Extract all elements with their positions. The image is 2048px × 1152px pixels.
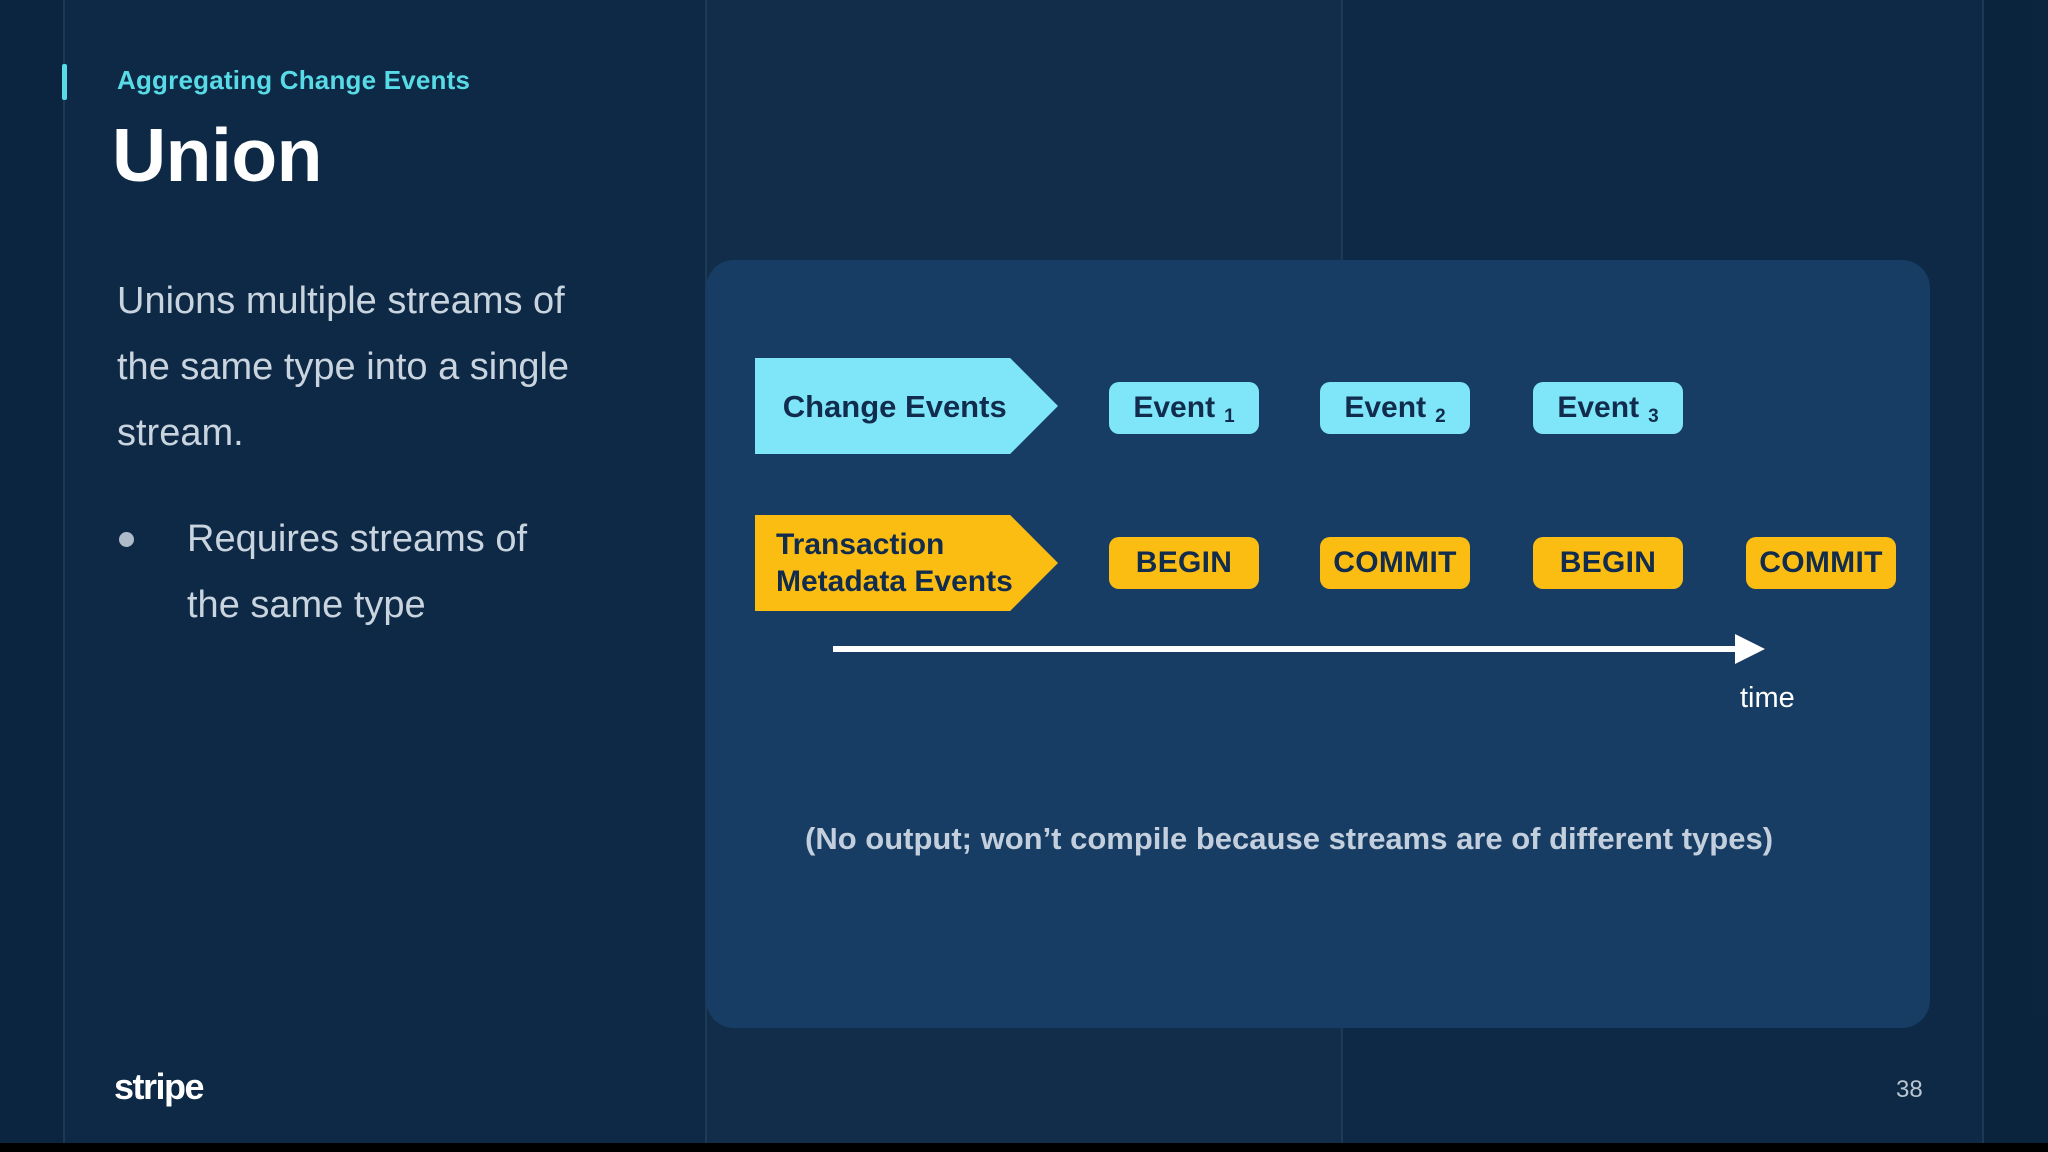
background-shade-left bbox=[0, 0, 63, 1152]
list-item: Requires streams of the same type bbox=[117, 506, 577, 638]
guide-line bbox=[1982, 0, 1984, 1152]
bullet-label: Requires streams of the same type bbox=[187, 518, 528, 626]
bullet-icon bbox=[119, 532, 134, 547]
event-label: Event bbox=[1344, 391, 1427, 424]
eyebrow-tick bbox=[62, 64, 67, 100]
time-axis-line bbox=[833, 646, 1738, 652]
stream-label-line1: Transaction bbox=[776, 528, 945, 561]
event-label: COMMIT bbox=[1333, 546, 1457, 579]
diagram-caption: (No output; won’t compile because stream… bbox=[805, 821, 1774, 856]
event-label: Event bbox=[1557, 391, 1640, 424]
event-label: BEGIN bbox=[1135, 546, 1233, 579]
begin-box-2: BEGIN bbox=[1533, 537, 1683, 589]
event-label: COMMIT bbox=[1759, 546, 1883, 579]
commit-box-2: COMMIT bbox=[1746, 537, 1896, 589]
bottom-letterbox-bar bbox=[0, 1143, 2048, 1152]
body-paragraph: Unions multiple streams of the same type… bbox=[117, 280, 570, 454]
change-events-stream-arrow: Change Events bbox=[755, 358, 1058, 454]
transaction-metadata-stream-arrow: Transaction Metadata Events bbox=[755, 515, 1058, 611]
section-eyebrow: Aggregating Change Events bbox=[117, 65, 471, 95]
page-title: Union bbox=[112, 113, 322, 197]
commit-box-1: COMMIT bbox=[1320, 537, 1470, 589]
stripe-logo: stripe bbox=[114, 1066, 205, 1107]
event-label: Event bbox=[1133, 391, 1216, 424]
stream-label: Change Events bbox=[782, 388, 1007, 424]
page-number: 38 bbox=[1896, 1076, 1923, 1103]
bullet-list: Requires streams of the same type bbox=[117, 506, 577, 638]
background-shade-right bbox=[1984, 0, 2048, 1152]
guide-line bbox=[63, 0, 65, 1152]
time-axis-label: time bbox=[1740, 682, 1795, 714]
stream-label-line2: Metadata Events bbox=[776, 565, 1013, 598]
time-axis-arrowhead-icon bbox=[1735, 634, 1765, 664]
begin-box-1: BEGIN bbox=[1109, 537, 1259, 589]
event-label: BEGIN bbox=[1559, 546, 1657, 579]
